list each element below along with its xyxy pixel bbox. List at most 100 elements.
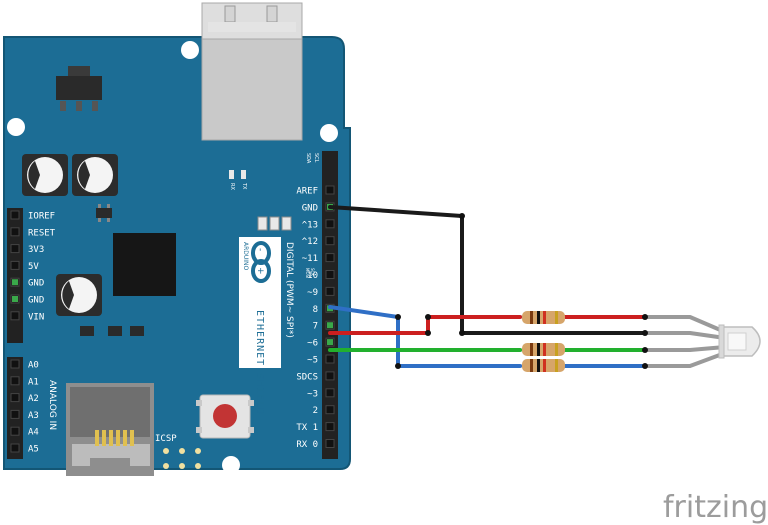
analog-pin-label: A1 [28, 377, 39, 387]
tx-label: TX [241, 182, 247, 190]
digital-pin [325, 439, 335, 448]
wire-gnd [328, 205, 647, 335]
resistor-blue [522, 359, 565, 372]
analog-pin [10, 409, 20, 419]
power-pin [10, 260, 20, 270]
scl-label: SCL [313, 153, 319, 163]
power-pin-label: RESET [28, 228, 56, 238]
voltage-regulator [56, 66, 102, 111]
icsp-label: ICSP [155, 434, 177, 444]
power-pin-connected [12, 296, 18, 302]
shield-logo: - + ARDUINO ETHERNET SHIELD [239, 237, 281, 415]
power-pin [10, 227, 20, 237]
status-leds [257, 216, 292, 231]
digital-pin-label: TX 1 [296, 423, 318, 433]
electrolytic-capacitors [22, 154, 118, 316]
digital-pin [325, 219, 335, 229]
analog-pin [10, 393, 20, 403]
power-pin-label: 3V3 [28, 245, 44, 255]
wire-pin8 [328, 305, 522, 368]
analog-header [7, 357, 23, 459]
digital-pin-label: GND [302, 203, 318, 213]
digital-pin-label: AREF [296, 187, 318, 197]
digital-pin [325, 253, 335, 263]
digital-pin-label: ~11 [302, 254, 318, 264]
digital-pin [325, 354, 335, 364]
digital-pin [325, 286, 335, 296]
analog-pin-label: A0 [28, 361, 39, 371]
analog-pin [10, 426, 20, 436]
arduino-infinity-icon: - + [251, 241, 271, 283]
analog-pin-label: A5 [28, 445, 39, 455]
power-pin [10, 311, 20, 321]
analog-pin-label: A4 [28, 428, 39, 438]
power-pin [10, 210, 20, 220]
rx-label: RX [229, 183, 235, 190]
digital-pin [325, 388, 335, 398]
power-header [7, 208, 23, 343]
resistor-red [522, 311, 565, 324]
sda-label: SDA [305, 153, 311, 164]
mounting-hole [320, 124, 338, 142]
power-pin [10, 244, 20, 254]
sd-card-slot [66, 383, 154, 476]
digital-pin-connected [327, 322, 333, 329]
digital-pin-label: ~9 [307, 288, 318, 298]
power-pin-label: GND [28, 279, 44, 289]
fritzing-logo: fritzing [663, 490, 768, 525]
icsp-header: ICSP [155, 434, 201, 469]
mounting-hole [222, 456, 240, 474]
analog-pin-label: A3 [28, 411, 39, 421]
small-components [80, 204, 176, 336]
mounting-hole [7, 118, 25, 136]
wire-pin7 [328, 315, 522, 335]
digital-pin [325, 422, 335, 432]
wires [328, 205, 727, 369]
digital-pin-label: ^12 [302, 237, 318, 247]
analog-title: ANALOG IN [47, 380, 57, 430]
analog-pin-label: A2 [28, 394, 39, 404]
digital-pin-label: ~5 [307, 356, 318, 366]
power-pin-label: 5V [28, 262, 39, 272]
digital-pin-label: 8 [313, 305, 318, 315]
w5100-chip [113, 233, 176, 296]
power-pin-label: VIN [28, 312, 44, 322]
digital-pin-label: ~3 [307, 389, 318, 399]
digital-pin-label: 2 [313, 406, 318, 416]
digital-pin-label: 7 [313, 322, 318, 332]
sck-note: SCK [310, 268, 315, 276]
digital-pin [325, 236, 335, 246]
digital-title: DIGITAL (PWM~ SPI*) [284, 242, 294, 338]
resistors [522, 311, 565, 372]
mosi-note: MOSI [305, 268, 310, 278]
digital-pin [325, 371, 335, 381]
digital-pin [325, 185, 335, 195]
analog-pin [10, 359, 20, 369]
power-pin-label: GND [28, 296, 44, 306]
reset-button [196, 394, 254, 439]
rgb-led [718, 324, 761, 359]
analog-pin [10, 376, 20, 386]
digital-pin [325, 270, 335, 279]
led-leads [643, 315, 727, 368]
analog-pin [10, 443, 20, 453]
digital-pin [325, 405, 335, 415]
digital-pin-label: ~6 [307, 339, 318, 349]
digital-pin-connected [327, 339, 333, 346]
digital-pin-label: ^13 [302, 220, 318, 230]
mounting-hole [181, 41, 199, 59]
svg-text:-: - [255, 248, 265, 251]
ethernet-jack [201, 2, 303, 141]
power-pin-connected [12, 279, 18, 286]
arduino-brand: ARDUINO [242, 242, 249, 271]
rx-tx-leds: RX TX [229, 170, 247, 190]
svg-text:+: + [255, 267, 265, 275]
digital-pin-label: 10 [307, 271, 318, 281]
digital-pin-label: RX 0 [296, 440, 318, 450]
resistor-green [522, 343, 565, 356]
power-pin-label: IOREF [28, 212, 55, 222]
digital-pin-label: SDCS [296, 372, 318, 382]
